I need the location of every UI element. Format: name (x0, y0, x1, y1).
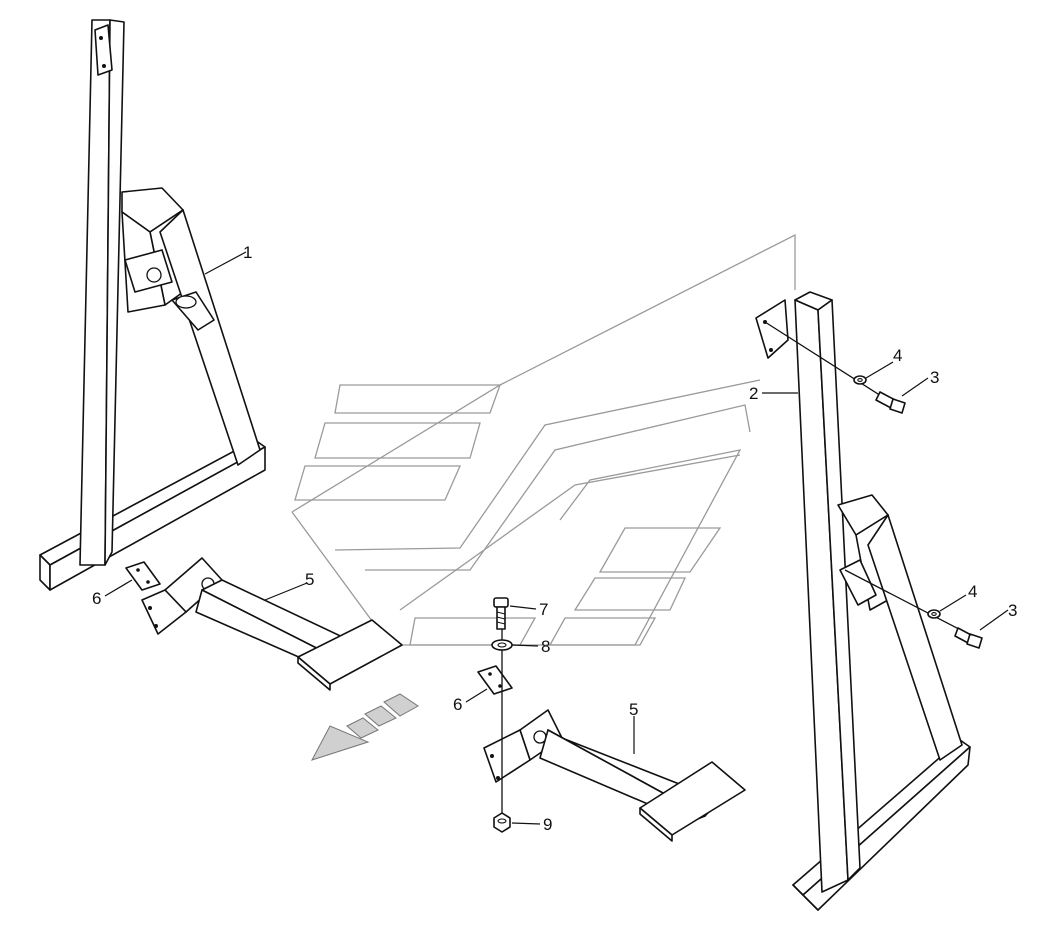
callout-4-upper: 4 (893, 346, 902, 365)
foot-right (483, 709, 746, 842)
leader-lines (104, 251, 1009, 825)
callout-6-right: 6 (453, 695, 462, 714)
callout-9: 9 (543, 815, 552, 834)
callout-5-right: 5 (629, 700, 638, 719)
bolt-7 (493, 597, 509, 630)
frame-right (755, 291, 971, 911)
callout-3-lower: 3 (1008, 601, 1017, 620)
upper-bolt-set (764, 321, 906, 414)
plate-left (125, 561, 161, 591)
direction-arrow-icon (310, 693, 419, 761)
callout-7: 7 (539, 600, 548, 619)
callout-1: 1 (243, 243, 252, 262)
frame-left (39, 19, 266, 591)
nut-9 (493, 812, 511, 833)
callout-6-left: 6 (92, 589, 101, 608)
callout-3-upper: 3 (930, 368, 939, 387)
callout-8: 8 (541, 637, 550, 656)
fastener-stack (491, 597, 513, 833)
plate-right (477, 665, 513, 695)
watermark-logo (291, 233, 796, 646)
foot-left (141, 557, 403, 691)
washer-8 (491, 639, 513, 651)
callout-4-lower: 4 (968, 582, 977, 601)
lower-bolt-set (844, 569, 983, 649)
callouts: 1 2 3 4 3 4 5 6 5 6 7 8 9 (92, 243, 1017, 834)
callout-2: 2 (749, 384, 758, 403)
callout-5-left: 5 (305, 570, 314, 589)
